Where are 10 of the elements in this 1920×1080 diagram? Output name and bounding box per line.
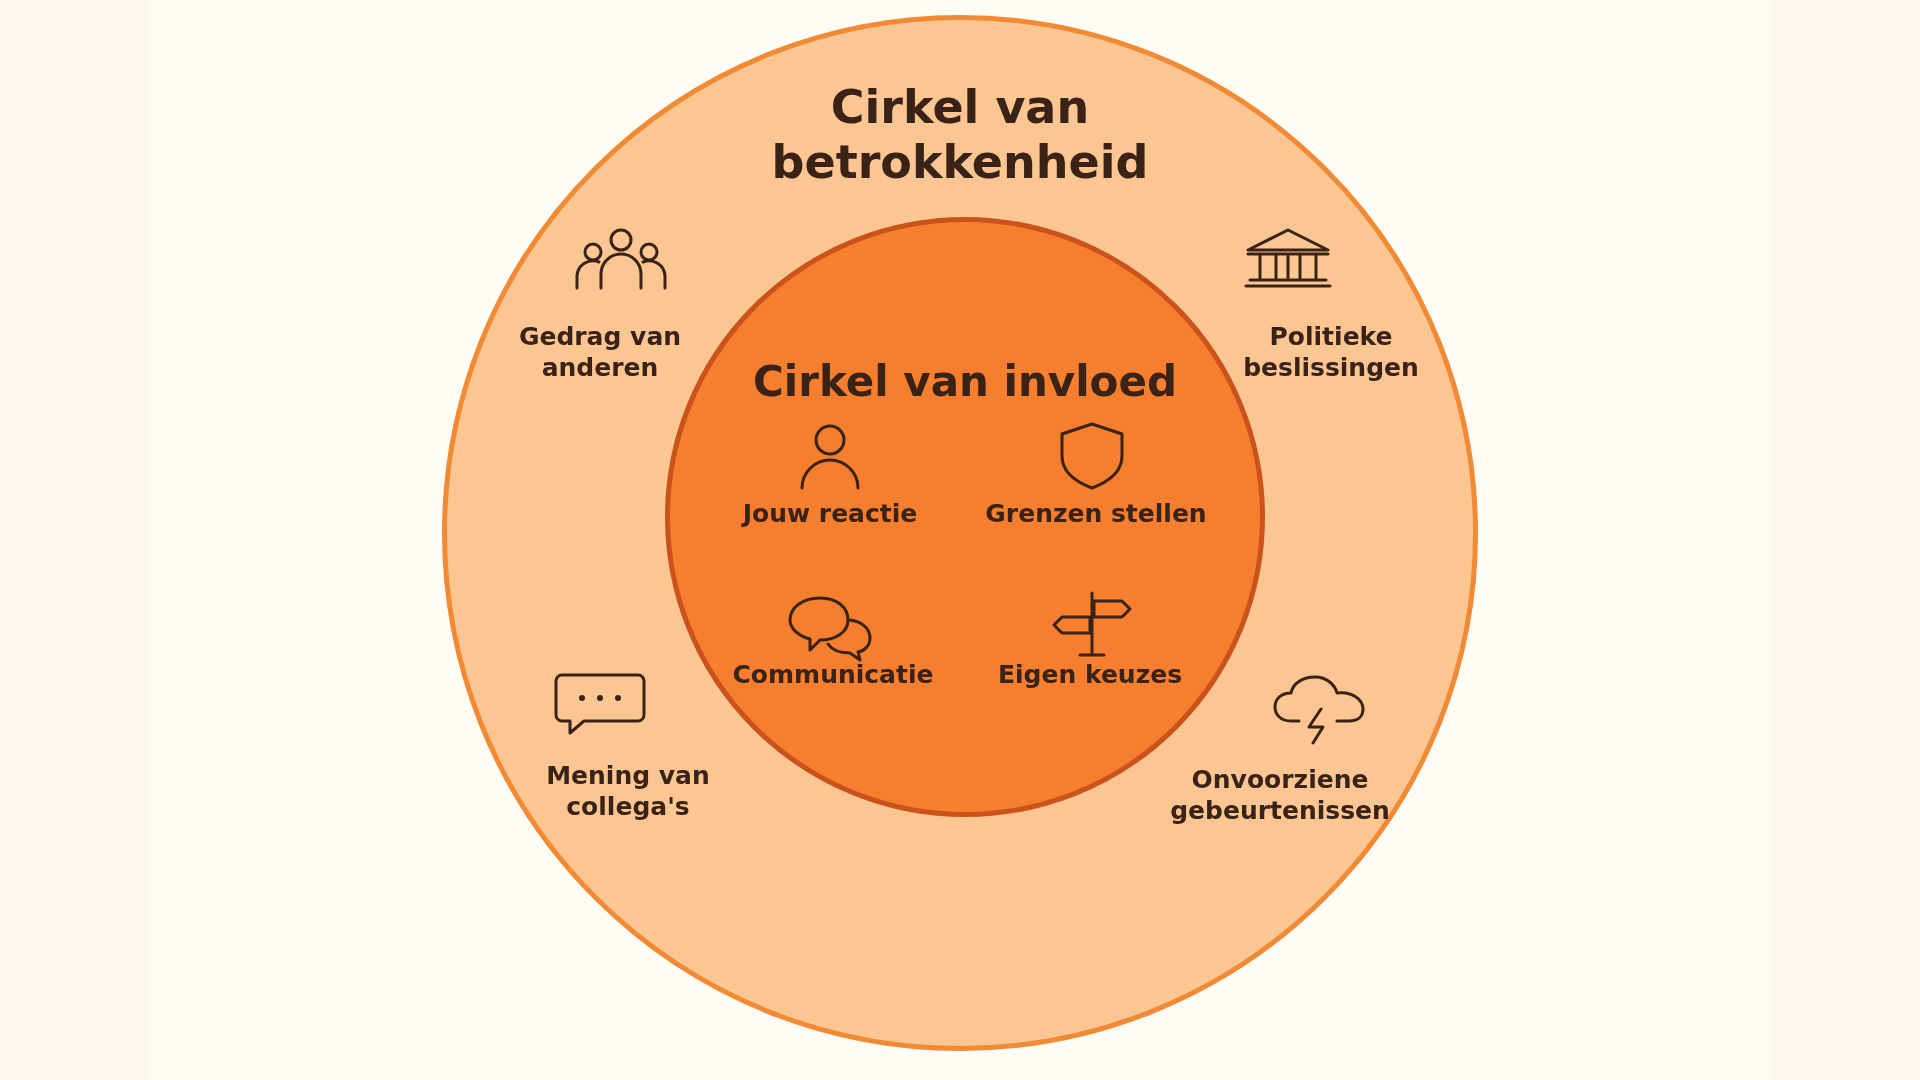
item-label: Eigen keuzes bbox=[996, 659, 1184, 691]
item-label: Gedrag van anderen bbox=[517, 321, 683, 384]
item-label: Onvoorziene gebeurtenissen bbox=[1169, 764, 1391, 827]
item-label: Mening van collega's bbox=[545, 760, 711, 823]
item-label: Politieke beslissingen bbox=[1242, 321, 1420, 384]
item-label: Grenzen stellen bbox=[984, 498, 1208, 530]
item-label: Jouw reactie bbox=[740, 498, 919, 530]
item-label: Communicatie bbox=[731, 659, 935, 691]
circle-title: Cirkel van betrokkenheid bbox=[770, 80, 1150, 191]
circle-title: Cirkel van invloed bbox=[752, 357, 1178, 408]
